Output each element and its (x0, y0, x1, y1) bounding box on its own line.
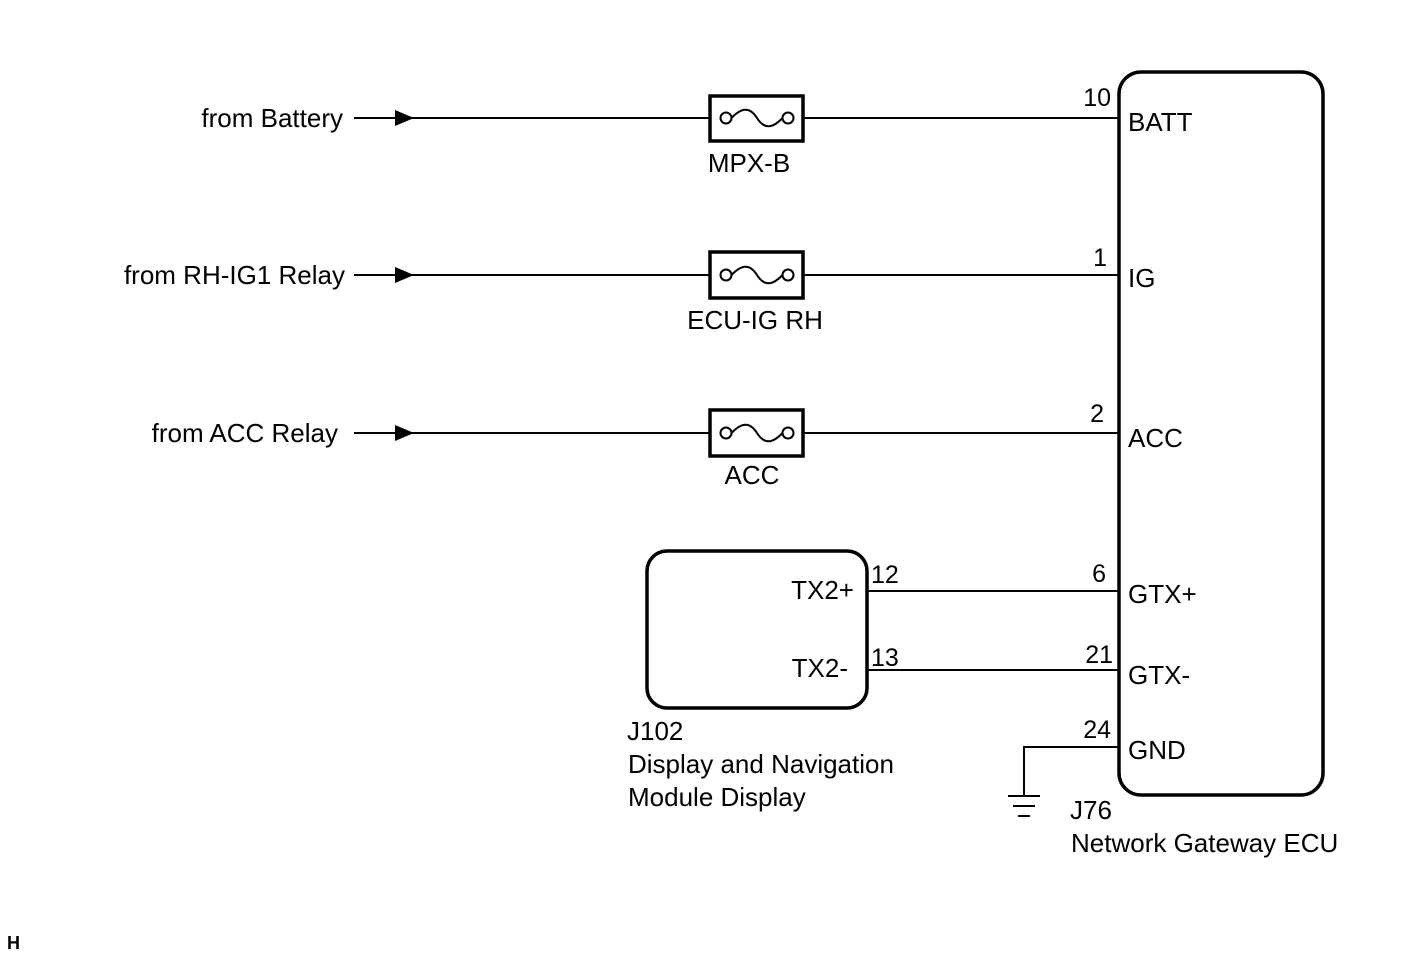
display-module-name-line1: Display and Navigation (628, 749, 894, 779)
ecu-pin-gtx-minus: 21 (1085, 641, 1113, 669)
display-terminal-tx2-plus: TX2+ (791, 575, 854, 605)
ecu-terminal-gnd: GND (1128, 735, 1186, 765)
source-label-battery: from Battery (201, 103, 343, 133)
display-navigation-module: TX2+ TX2- J102 Display and Navigation Mo… (627, 549, 894, 812)
fuse-label-ecu-ig-rh: ECU-IG RH (687, 305, 823, 335)
ecu-pin-acc: 2 (1090, 400, 1104, 428)
display-pin-13: 13 (871, 644, 899, 672)
display-module-box (645, 549, 869, 710)
ecu-terminal-ig: IG (1128, 263, 1155, 293)
display-terminal-tx2-minus: TX2- (792, 653, 848, 683)
arrow-icon (395, 110, 414, 126)
fuse-icon (708, 94, 805, 143)
ecu-pin-batt: 10 (1083, 84, 1111, 112)
footer-code: H (7, 933, 20, 953)
ecu-terminal-gtx-minus: GTX- (1128, 660, 1190, 690)
arrow-icon (395, 425, 414, 441)
circuit-gtx-minus: 13 21 GTX- (867, 641, 1190, 690)
display-pin-12: 12 (871, 561, 899, 589)
fuse-icon (708, 250, 805, 300)
ecu-pin-gtx-plus: 6 (1092, 560, 1106, 588)
circuit-acc: from ACC Relay ACC 2 ACC (152, 400, 1183, 490)
ecu-terminal-acc: ACC (1128, 423, 1183, 453)
arrow-icon (395, 267, 414, 283)
ground-icon (1008, 795, 1040, 817)
ecu-terminal-gtx-plus: GTX+ (1128, 579, 1197, 609)
fuse-label-mpx-b: MPX-B (708, 148, 790, 178)
circuit-gnd: 24 GND (1008, 716, 1186, 817)
ecu-pin-gnd: 24 (1083, 716, 1111, 744)
circuit-gtx-plus: 12 6 GTX+ (867, 560, 1197, 609)
ecu-pin-ig: 1 (1093, 244, 1107, 272)
ecu-name: Network Gateway ECU (1071, 828, 1338, 858)
ecu-terminal-batt: BATT (1128, 107, 1193, 137)
display-module-name-line2: Module Display (628, 782, 806, 812)
circuit-batt: from Battery MPX-B 10 BATT (201, 84, 1192, 178)
display-connector-id: J102 (627, 716, 683, 746)
circuit-ig: from RH-IG1 Relay ECU-IG RH 1 IG (124, 244, 1156, 335)
fuse-label-acc: ACC (725, 460, 780, 490)
ecu-connector-id: J76 (1070, 795, 1112, 825)
fuse-icon (708, 408, 805, 458)
source-label-acc-relay: from ACC Relay (152, 418, 338, 448)
source-label-rh-ig1-relay: from RH-IG1 Relay (124, 260, 345, 290)
